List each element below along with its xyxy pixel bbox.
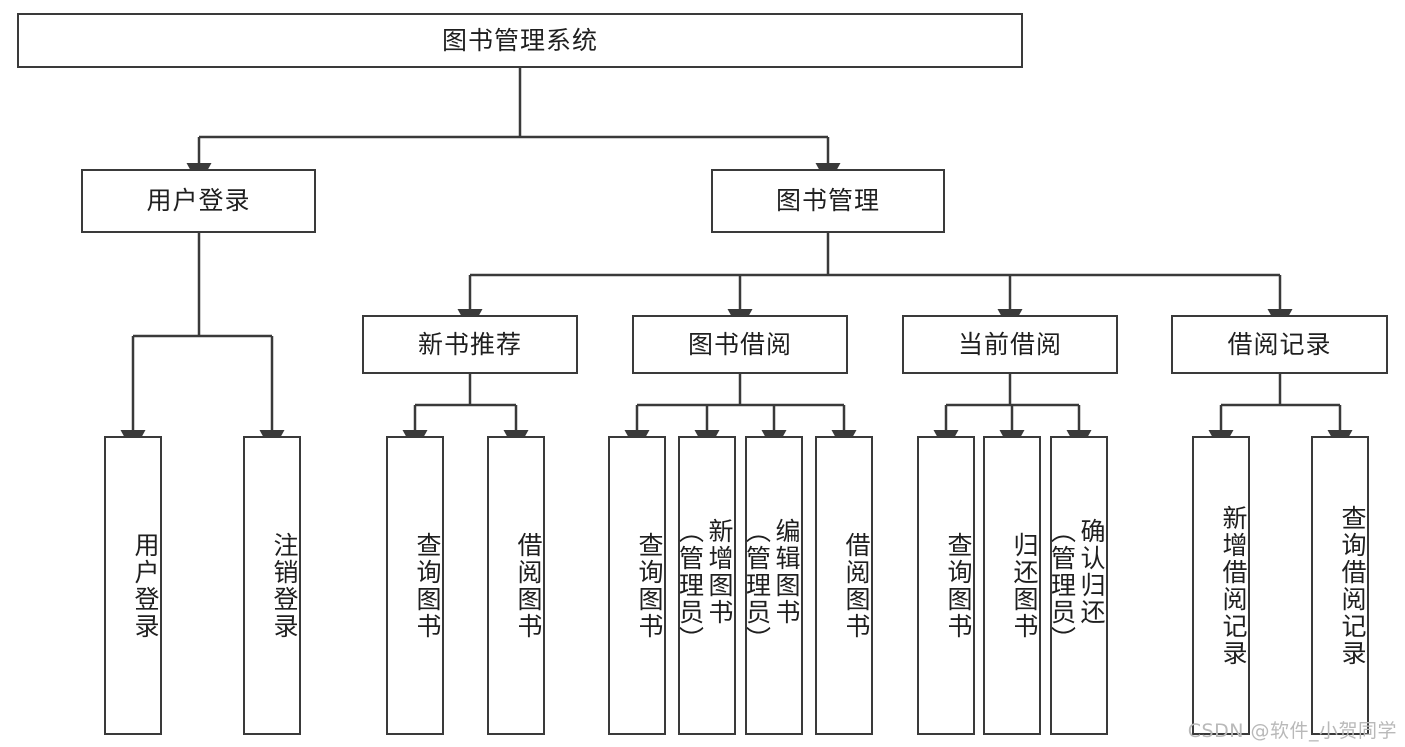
leaf-new-borrow-book[interactable]: 借阅图书 (487, 436, 545, 735)
node-new-book-recommend[interactable]: 新书推荐 (362, 315, 578, 374)
leaf-current-return-book[interactable]: 归还图书 (983, 436, 1041, 735)
node-root-label: 图书管理系统 (441, 25, 598, 55)
node-book-management-module-label: 图书管理 (775, 186, 880, 215)
node-book-borrow[interactable]: 图书借阅 (632, 315, 848, 374)
node-borrow-record-label: 借阅记录 (1227, 329, 1332, 359)
leaf-current-query-book[interactable]: 查询图书 (917, 436, 975, 735)
leaf-new-borrow-book-label: 借阅图书 (514, 531, 543, 640)
leaf-record-query-label: 查询借阅记录 (1338, 504, 1367, 667)
leaf-borrow-query-book-label: 查询图书 (635, 531, 664, 640)
leaf-user-logout-label: 注销登录 (270, 531, 299, 640)
node-user-login-module[interactable]: 用户登录 (81, 169, 316, 233)
node-current-borrow[interactable]: 当前借阅 (902, 315, 1118, 374)
leaf-user-login-label: 用户登录 (131, 531, 160, 640)
leaf-record-add[interactable]: 新增借阅记录 (1192, 436, 1250, 735)
leaf-borrow-edit-book-label: 编辑图书 （管理员） (742, 518, 802, 653)
leaf-record-query[interactable]: 查询借阅记录 (1311, 436, 1369, 735)
leaf-borrow-edit-book[interactable]: 编辑图书 （管理员） (742, 436, 803, 735)
leaf-new-query-book[interactable]: 查询图书 (386, 436, 444, 735)
node-borrow-record[interactable]: 借阅记录 (1171, 315, 1388, 374)
node-new-book-recommend-label: 新书推荐 (417, 329, 522, 359)
node-book-borrow-label: 图书借阅 (687, 329, 792, 359)
leaf-user-logout[interactable]: 注销登录 (243, 436, 301, 735)
node-current-borrow-label: 当前借阅 (957, 329, 1062, 359)
leaf-borrow-borrow-book-label: 借阅图书 (842, 531, 871, 640)
node-book-management-module[interactable]: 图书管理 (711, 169, 945, 233)
node-root[interactable]: 图书管理系统 (17, 13, 1023, 68)
leaf-current-query-book-label: 查询图书 (944, 531, 973, 640)
leaf-new-query-book-label: 查询图书 (413, 531, 442, 640)
leaf-user-login[interactable]: 用户登录 (104, 436, 162, 735)
leaf-current-confirm-return-label: 确认归还 （管理员） (1047, 518, 1107, 653)
leaf-current-return-book-label: 归还图书 (1010, 531, 1039, 640)
leaf-borrow-borrow-book[interactable]: 借阅图书 (815, 436, 873, 735)
leaf-current-confirm-return[interactable]: 确认归还 （管理员） (1047, 436, 1108, 735)
leaf-borrow-add-book-label: 新增图书 （管理员） (675, 518, 735, 653)
node-user-login-module-label: 用户登录 (146, 186, 251, 215)
watermark: CSDN @软件_小贺同学 (1187, 720, 1397, 742)
leaf-borrow-query-book[interactable]: 查询图书 (608, 436, 666, 735)
leaf-record-add-label: 新增借阅记录 (1219, 504, 1248, 667)
leaf-borrow-add-book[interactable]: 新增图书 （管理员） (675, 436, 736, 735)
